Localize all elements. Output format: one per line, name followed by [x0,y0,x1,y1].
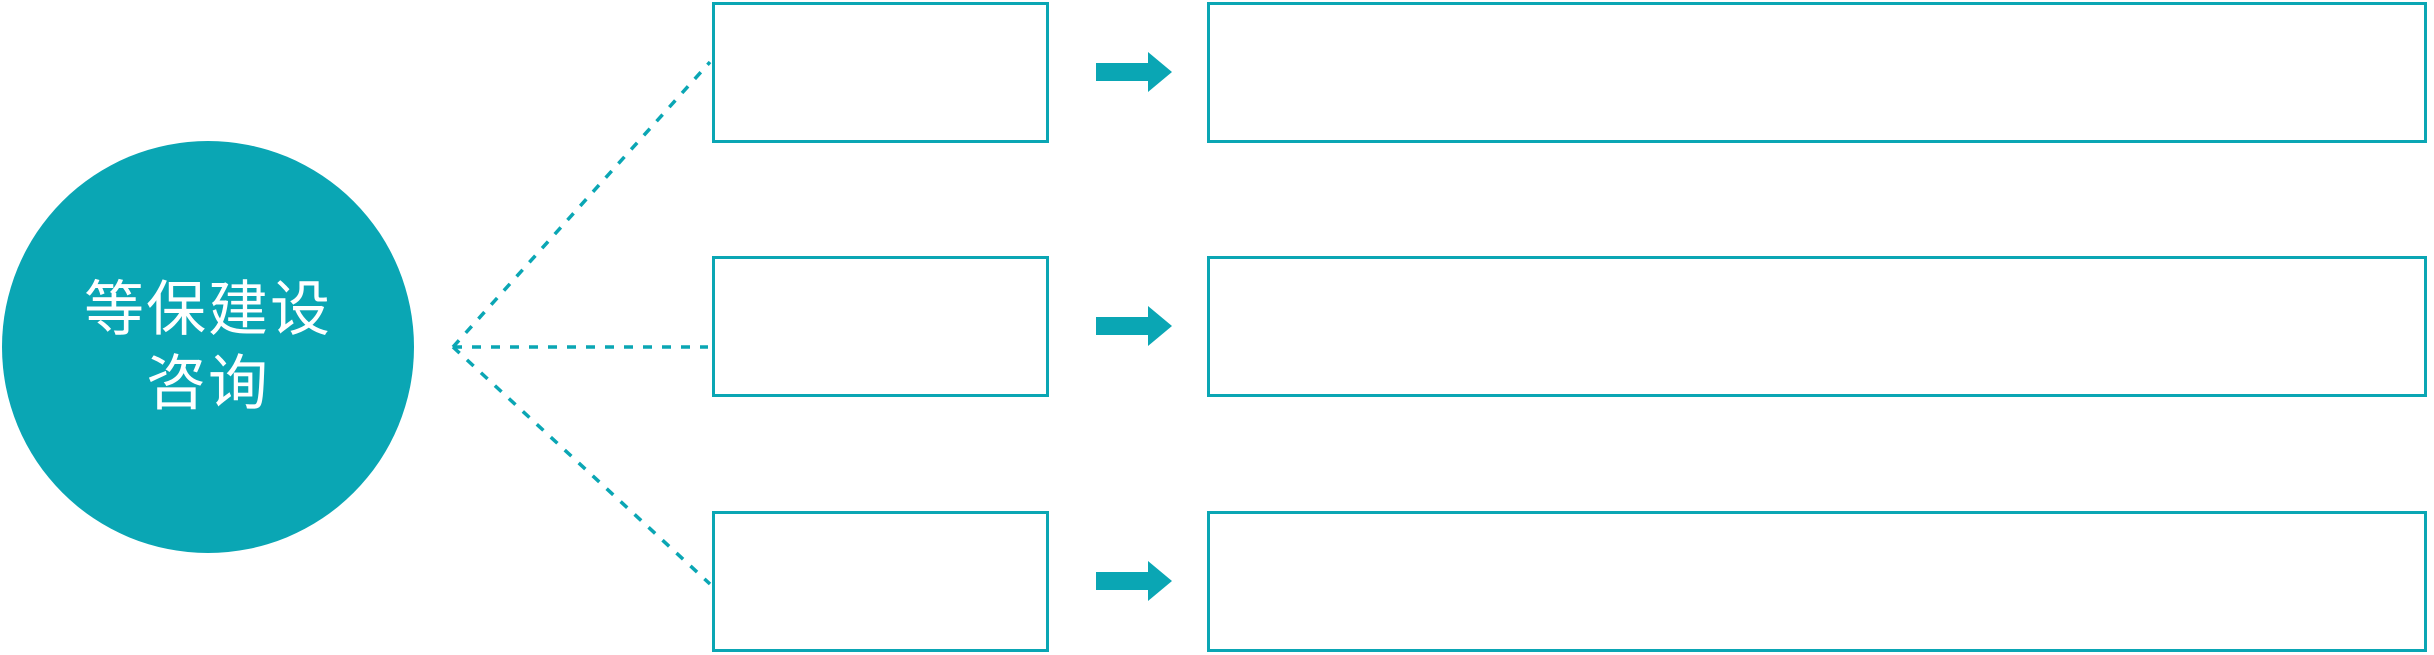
diagram-row-2 [712,256,2427,397]
diagram-row-1 [712,2,2427,143]
description-box-3 [1207,511,2427,652]
dotted-connector-top-line [451,60,712,349]
main-topic-circle: 等保建设 咨询 [2,141,414,553]
category-box-1 [712,2,1049,143]
dotted-connector-bottom-line [451,345,712,586]
diagram-row-3 [712,511,2427,652]
main-topic-label-line2: 咨询 [146,350,270,417]
arrow-right-icon [1096,52,1172,92]
arrow-right-icon [1096,561,1172,601]
main-topic-label-line1: 等保建设 [84,276,332,343]
category-box-2 [712,256,1049,397]
arrow-right-icon [1096,306,1172,346]
description-box-2 [1207,256,2427,397]
description-box-1 [1207,2,2427,143]
category-box-3 [712,511,1049,652]
